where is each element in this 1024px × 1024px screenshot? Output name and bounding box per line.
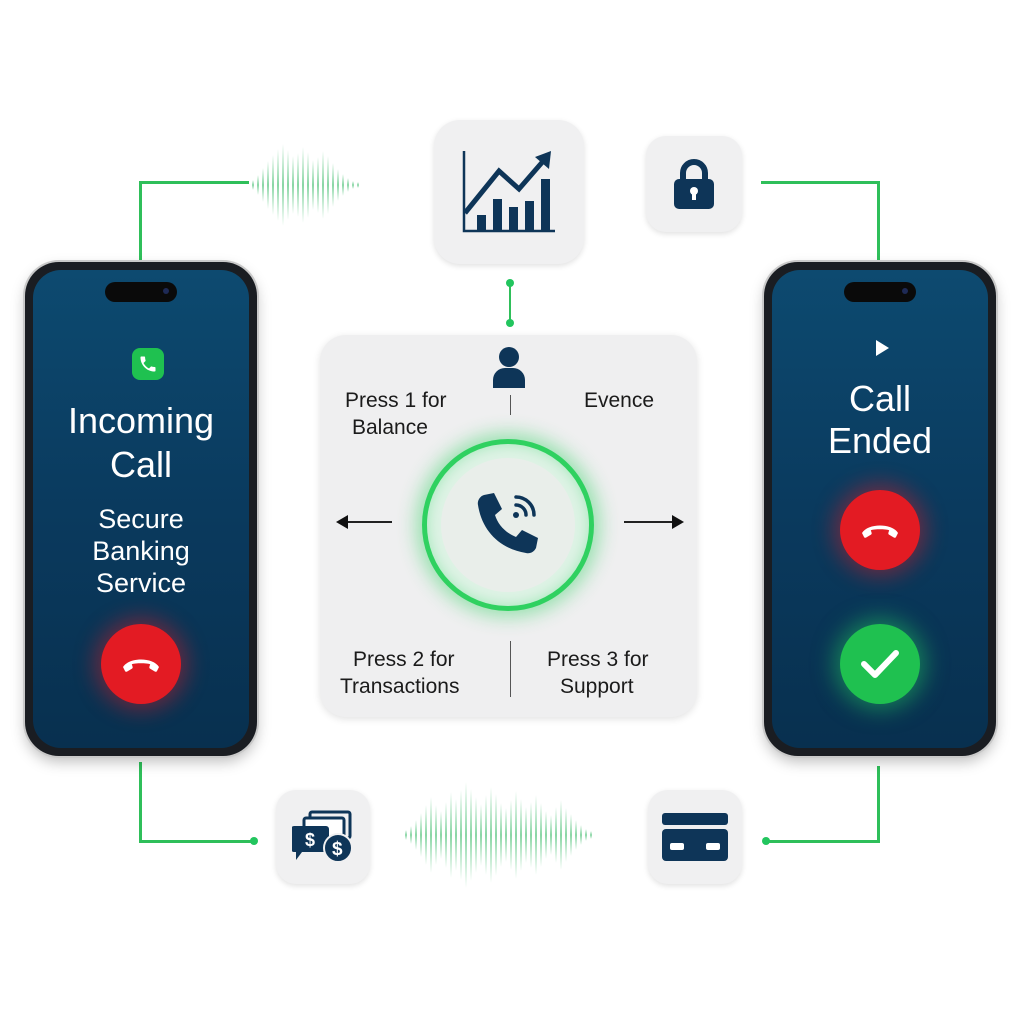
end-call-icon [123, 659, 159, 672]
chart-tile[interactable] [434, 120, 584, 264]
incoming-title-line1: Incoming [67, 400, 215, 441]
connector-chart-to-panel [509, 283, 511, 323]
credit-card-icon [662, 813, 728, 861]
checkmark-icon [861, 650, 899, 678]
caller-line2: Banking [92, 536, 190, 566]
connector-bottom-left-horizontal [139, 840, 254, 843]
ended-title-line2: Ended [827, 420, 933, 461]
lock-tile[interactable] [646, 136, 742, 232]
phone-app-icon [132, 348, 164, 380]
connector-dot [506, 319, 514, 327]
user-icon [493, 347, 525, 388]
connector-top-right-vertical [877, 181, 880, 263]
phone-screen: Incoming Call Secure Banking Service [33, 270, 249, 748]
option-1-line2[interactable]: Balance [352, 416, 428, 439]
caller-line1: Secure [98, 504, 184, 534]
arrow-right-icon [624, 515, 684, 529]
option-2-line2[interactable]: Transactions [340, 675, 460, 698]
connector-top-left-horizontal [139, 181, 249, 184]
soundwave-bottom [405, 780, 592, 890]
card-tile[interactable] [648, 790, 742, 884]
play-icon [876, 340, 889, 356]
lock-icon [674, 159, 714, 209]
connector-bottom-left-vertical [139, 762, 142, 842]
caller-line3: Service [95, 568, 187, 598]
phone-screen: Call Ended [772, 270, 988, 748]
phone-ringing-icon [477, 493, 538, 554]
incoming-call-phone: Incoming Call Secure Banking Service [25, 262, 257, 756]
svg-text:$: $ [332, 839, 343, 860]
chart-growth-icon [462, 151, 555, 233]
end-call-icon [862, 525, 898, 538]
connector-dot [762, 837, 770, 845]
ivr-menu-panel: Press 1 for Balance Evence Press 2 for T… [320, 335, 697, 717]
connector-top-left-vertical [139, 182, 142, 262]
soundwave-top [252, 140, 359, 230]
option-3-line2[interactable]: Support [560, 675, 634, 698]
top-right-label: Evence [584, 389, 655, 412]
dynamic-island [844, 282, 916, 302]
divider-top [510, 395, 511, 415]
connector-top-right-horizontal [761, 181, 880, 184]
divider-bottom [510, 641, 511, 697]
money-chat-icon: $ $ [292, 810, 353, 863]
connector-dot [506, 279, 514, 287]
decline-call-button[interactable] [101, 624, 181, 704]
connector-bottom-right-vertical [877, 766, 880, 842]
svg-text:$: $ [305, 830, 315, 850]
confirm-button[interactable] [840, 624, 920, 704]
connector-bottom-right-horizontal [766, 840, 880, 843]
arrow-left-icon [336, 515, 396, 529]
end-call-button[interactable] [840, 490, 920, 570]
option-3-line1[interactable]: Press 3 for [547, 648, 649, 671]
ended-title-line1: Call [848, 378, 911, 419]
dynamic-island [105, 282, 177, 302]
money-tile[interactable]: $ $ [276, 790, 370, 884]
connector-dot [250, 837, 258, 845]
option-2-line1[interactable]: Press 2 for [353, 648, 455, 671]
call-center-button[interactable] [422, 439, 594, 611]
incoming-title-line2: Call [109, 444, 172, 485]
option-1-line1[interactable]: Press 1 for [345, 389, 447, 412]
call-ended-phone: Call Ended [764, 262, 996, 756]
